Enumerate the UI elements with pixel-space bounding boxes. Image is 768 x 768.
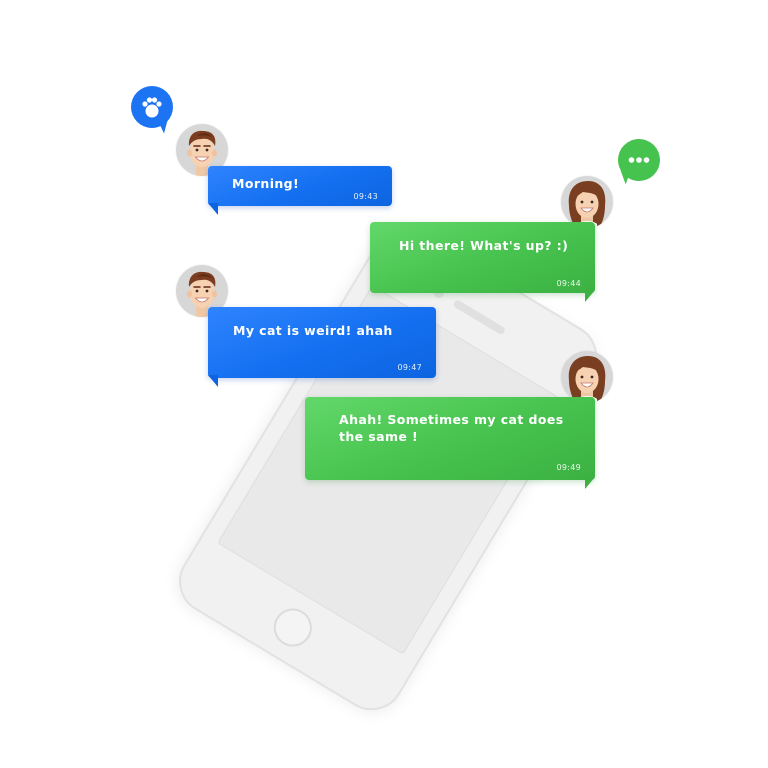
message-text: Morning! — [232, 176, 300, 191]
male-avatar — [176, 124, 228, 176]
message-bubble: Hi there! What's up? :) 09:44 — [370, 222, 595, 293]
bubble-tail — [585, 290, 595, 302]
message-time: 09:47 — [397, 363, 422, 372]
female-face-icon — [568, 356, 606, 403]
message-time: 09:49 — [556, 463, 581, 472]
typing-badge — [616, 139, 660, 185]
female-face-icon — [568, 181, 606, 228]
ellipsis-icon — [628, 157, 650, 163]
male-face-icon — [187, 271, 217, 317]
paw-icon — [142, 97, 162, 118]
female-avatar — [561, 176, 613, 228]
bubble-tail — [585, 477, 595, 489]
male-avatar — [176, 265, 228, 317]
paw-badge — [131, 86, 174, 134]
message-time: 09:43 — [353, 192, 378, 201]
message-bubble: Ahah! Sometimes my cat does the same ! 0… — [305, 397, 595, 480]
bubble-tail — [208, 375, 218, 387]
message-bubble: Morning! 09:43 — [208, 166, 392, 206]
message-text: Hi there! What's up? :) — [399, 238, 569, 253]
bubble-tail — [208, 203, 218, 215]
male-face-icon — [187, 130, 217, 176]
message-time: 09:44 — [556, 279, 581, 288]
message-text: Ahah! Sometimes my cat does the same ! — [339, 412, 564, 444]
female-avatar — [561, 351, 613, 403]
message-text: My cat is weird! ahah — [233, 323, 393, 338]
message-bubble: My cat is weird! ahah 09:47 — [208, 307, 436, 378]
